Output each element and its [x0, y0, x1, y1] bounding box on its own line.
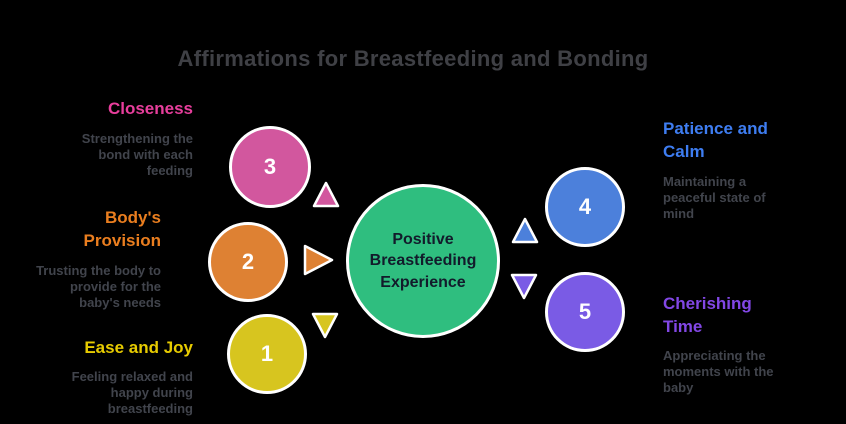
description-bodys-provision: Trusting the body to provide for the bab…: [36, 263, 161, 310]
heading-cherishing-time: Cherishing Time: [663, 294, 752, 336]
arrow-right-icon: [303, 244, 334, 276]
arrow-up-icon: [511, 217, 539, 244]
node-2-bodys-provision: 2: [208, 222, 288, 302]
node-5-cherishing-time: 5: [545, 272, 625, 352]
center-node: Positive Breastfeeding Experience: [346, 184, 500, 338]
heading-ease-and-joy: Ease and Joy: [84, 338, 193, 357]
node-3-closeness: 3: [229, 126, 311, 208]
arrow-down-icon: [311, 312, 339, 339]
description-ease-and-joy: Feeling relaxed and happy during breastf…: [71, 369, 193, 416]
description-cherishing-time: Appreciating the moments with the baby: [663, 348, 774, 395]
node-1-ease-and-joy: 1: [227, 314, 307, 394]
description-patience-and-calm: Maintaining a peaceful state of mind: [663, 174, 766, 221]
heading-bodys-provision: Body's Provision: [83, 208, 161, 250]
description-closeness: Strengthening the bond with each feeding: [81, 131, 193, 178]
arrow-down-icon: [510, 273, 538, 300]
heading-closeness: Closeness: [107, 99, 193, 118]
heading-patience-and-calm: Patience and Calm: [663, 119, 768, 161]
node-4-patience-and-calm: 4: [545, 167, 625, 247]
diagram-title: Affirmations for Breastfeeding and Bondi…: [177, 46, 649, 71]
arrow-up-icon: [312, 181, 340, 208]
